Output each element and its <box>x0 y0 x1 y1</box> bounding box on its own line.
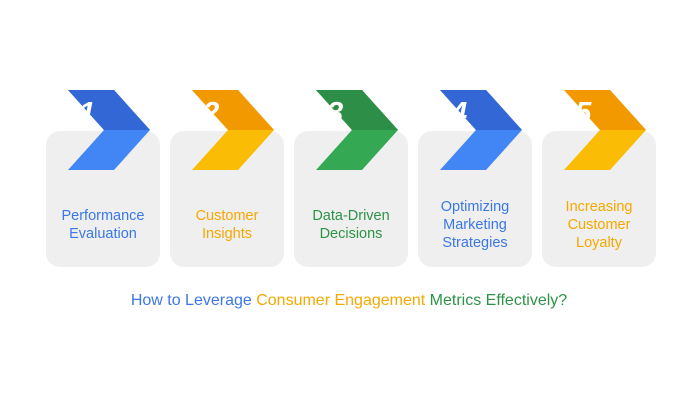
step-number-2: 02 <box>186 97 220 129</box>
caption: How to Leverage Consumer Engagement Metr… <box>0 291 698 311</box>
step-number-4: 04 <box>434 97 468 129</box>
step-chevron-5: 05 <box>558 90 646 170</box>
step-label-1: Performance Evaluation <box>61 208 145 242</box>
caption-part-2: Consumer Engagement <box>256 292 426 309</box>
step-number-3: 03 <box>310 97 344 129</box>
step-chevron-3-top <box>316 90 398 130</box>
step-label-2: Customer Insights <box>195 208 259 242</box>
step-chevron-5-top <box>564 90 646 130</box>
step-chevron-2: 02 <box>186 90 274 170</box>
caption-part-3: Metrics Effectively? <box>425 292 568 309</box>
step-label-3: Data-Driven Decisions <box>312 208 390 242</box>
step-chevron-3: 03 <box>310 90 398 170</box>
step-chevron-2-top <box>192 90 274 130</box>
step-label-4: Optimizing Marketing Strategies <box>440 199 510 251</box>
step-card-3: Data-Driven Decisions <box>294 131 408 267</box>
step-chevron-1: 01 <box>62 90 150 170</box>
step-label-5: Increasing Customer Loyalty <box>565 199 633 251</box>
step-number-1: 01 <box>62 97 96 129</box>
step-chevron-4: 04 <box>434 90 522 170</box>
caption-part-1: How to Leverage <box>130 292 257 309</box>
step-chevron-1-top <box>68 90 150 130</box>
step-number-5: 05 <box>558 97 592 129</box>
step-chevron-4-top <box>440 90 522 130</box>
